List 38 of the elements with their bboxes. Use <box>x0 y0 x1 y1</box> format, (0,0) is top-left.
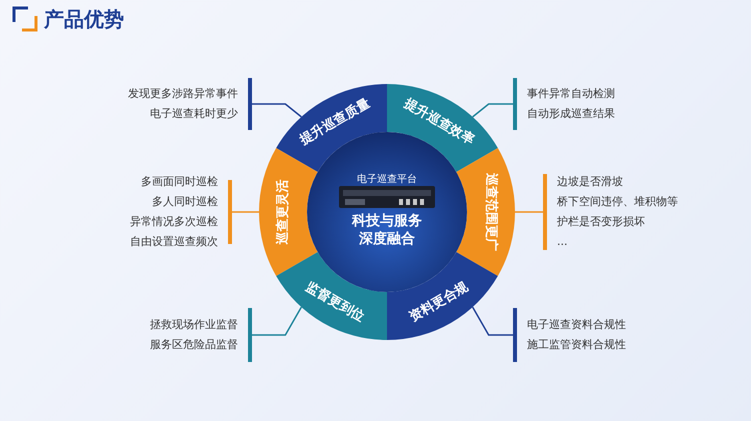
segment-label: 提升巡查质量 <box>297 96 373 148</box>
list-item: 自动形成巡查结果 <box>527 106 615 122</box>
page-title: 产品优势 <box>44 6 124 33</box>
segment-label: 资料更合规 <box>407 279 471 325</box>
list-item: 电子巡查资料合规性 <box>527 317 626 333</box>
leader-line <box>232 211 259 213</box>
leader-line <box>252 103 302 118</box>
segment-label: 巡查范围更广 <box>484 173 498 251</box>
list-item: 拯救现场作业监督 <box>150 317 238 333</box>
bracket-list <box>128 78 252 130</box>
bracket-list <box>150 308 252 362</box>
bracket-list <box>543 174 678 250</box>
list-item: 发现更多涉路异常事件 <box>128 86 238 102</box>
leader-line <box>472 103 513 118</box>
leader-line <box>252 306 302 336</box>
list-item: ... <box>557 234 568 250</box>
platform-label: 电子巡查平台 <box>357 172 417 186</box>
list-item: 多人同时巡检 <box>151 194 218 210</box>
ring-segment <box>259 148 318 276</box>
segment-label: 监督更到位 <box>303 279 367 325</box>
list-item: 事件异常自动检测 <box>527 86 615 102</box>
ring-segment <box>387 252 498 340</box>
leader-line <box>472 306 513 336</box>
bracket-list <box>513 308 626 362</box>
list-item: 施工监管资料合规性 <box>527 337 626 353</box>
list-item: 自由设置巡查频次 <box>130 234 218 250</box>
list-item: 桥下空间违停、堆积物等 <box>557 194 678 210</box>
list-item: 护栏是否变形损坏 <box>557 214 646 230</box>
center-heading: 科技与服务深度融合 <box>350 212 423 248</box>
list-item: 多画面同时巡检 <box>140 174 218 190</box>
list-item: 电子巡查耗时更少 <box>149 106 238 122</box>
list-item: 异常情况多次巡检 <box>130 214 218 230</box>
segment-label: 提升巡查效率 <box>401 96 477 148</box>
segment-label: 巡查更灵活 <box>276 180 290 244</box>
leader-line <box>515 211 543 213</box>
bracket-list <box>513 78 615 130</box>
list-item: 服务区危险品监督 <box>150 337 238 353</box>
list-item: 边坡是否滑坡 <box>557 174 624 190</box>
